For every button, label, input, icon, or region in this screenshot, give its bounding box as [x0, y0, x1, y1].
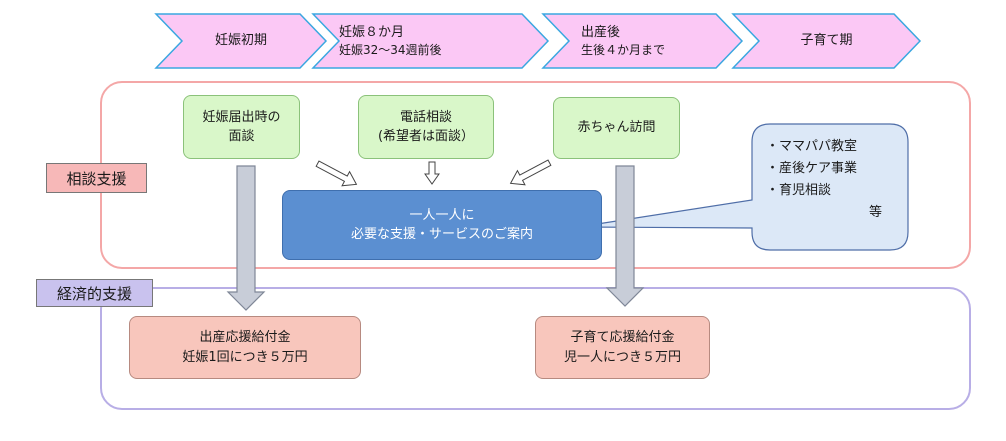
baby-visit-label: 赤ちゃん訪問: [577, 120, 656, 136]
pregnancy-interview-box: 妊娠届出時の 面談: [183, 95, 300, 159]
phase-3-subtitle: 生後４か月まで: [581, 42, 666, 57]
phase-4-title: 子育て期: [800, 33, 853, 49]
phase-timeline: [154, 13, 922, 69]
phone-consultation-line1: 電話相談: [399, 109, 452, 125]
callout-item: ・育児相談: [766, 183, 832, 198]
support-guidance-box: 一人一人に 必要な支援・サービスのご案内: [282, 190, 602, 260]
callout-bubble: [577, 123, 909, 251]
pregnancy-interview-line1: 妊娠届出時の: [202, 109, 281, 125]
phase-label-1: 妊娠初期: [182, 14, 300, 68]
phone-consultation-line2: (希望者は面談）: [377, 129, 475, 144]
callout-item: ・産後ケア事業: [766, 161, 858, 176]
baby-visit-box: 赤ちゃん訪問: [553, 97, 680, 159]
childcare-support-payment-amount: 児一人につき５万円: [563, 349, 681, 365]
support-guidance-line2: 必要な支援・サービスのご案内: [350, 227, 533, 242]
phase-label-2: 妊娠８か月 妊娠32～34週前後: [339, 14, 522, 68]
childcare-support-payment-box: 子育て応援給付金 児一人につき５万円: [535, 316, 710, 379]
gray-arrow-right: [605, 165, 645, 307]
phase-chevron-2: [311, 13, 550, 69]
support-guidance-line1: 一人一人に: [409, 207, 475, 223]
birth-support-payment-amount: 妊娠1回につき５万円: [182, 349, 308, 365]
birth-support-payment-title: 出産応援給付金: [199, 330, 291, 345]
callout-item: ・ママパパ教室: [766, 139, 858, 154]
phase-label-3: 出産後 生後４か月まで: [569, 14, 716, 68]
callout-list: ・ママパパ教室 ・産後ケア事業 ・育児相談 等: [766, 136, 896, 224]
economic-label: 経済的支援: [36, 279, 153, 307]
pregnancy-interview-line2: 面談: [228, 129, 255, 144]
phase-chevron-4: [731, 13, 922, 69]
gray-arrow-left: [226, 165, 266, 311]
phase-chevron-1: [154, 13, 328, 69]
phase-label-4: 子育て期: [759, 14, 894, 68]
childcare-support-payment-title: 子育て応援給付金: [570, 330, 675, 345]
hollow-arrow-center: [424, 161, 440, 185]
phase-1-title: 妊娠初期: [214, 33, 267, 49]
phase-2-title: 妊娠８か月: [339, 25, 405, 41]
birth-support-payment-box: 出産応援給付金 妊娠1回につき５万円: [129, 316, 361, 379]
callout-suffix: 等: [868, 205, 882, 220]
consultation-label: 相談支援: [46, 163, 147, 193]
phone-consultation-box: 電話相談 (希望者は面談）: [358, 95, 494, 159]
phase-chevron-3: [541, 13, 744, 69]
phase-3-title: 出産後: [581, 25, 621, 41]
hollow-arrow-left: [315, 160, 358, 187]
phase-2-subtitle: 妊娠32～34週前後: [339, 42, 442, 57]
hollow-arrow-right: [509, 159, 552, 186]
